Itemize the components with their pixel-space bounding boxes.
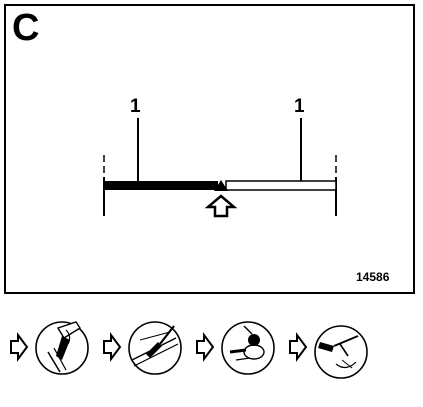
triangle-marker (214, 180, 228, 191)
up-arrow-icon (204, 194, 238, 218)
figure-number: 14586 (356, 270, 390, 284)
step-arrow-icon (10, 332, 29, 362)
step-arrow-icon (289, 332, 308, 362)
step-arrow-icon (103, 332, 122, 362)
bar-filled-segment (104, 181, 218, 190)
spray-gun-icon (314, 325, 368, 379)
scraper-tool-icon (128, 321, 182, 375)
diagram-frame (4, 4, 415, 294)
reference-label-left: 1 (130, 96, 141, 117)
sanding-tool-icon (35, 321, 89, 375)
panel-letter: C (12, 7, 40, 49)
polisher-tool-icon (221, 321, 275, 375)
bar-empty-segment (225, 180, 337, 191)
step-arrow-icon (196, 332, 215, 362)
reference-label-right: 1 (294, 96, 305, 117)
